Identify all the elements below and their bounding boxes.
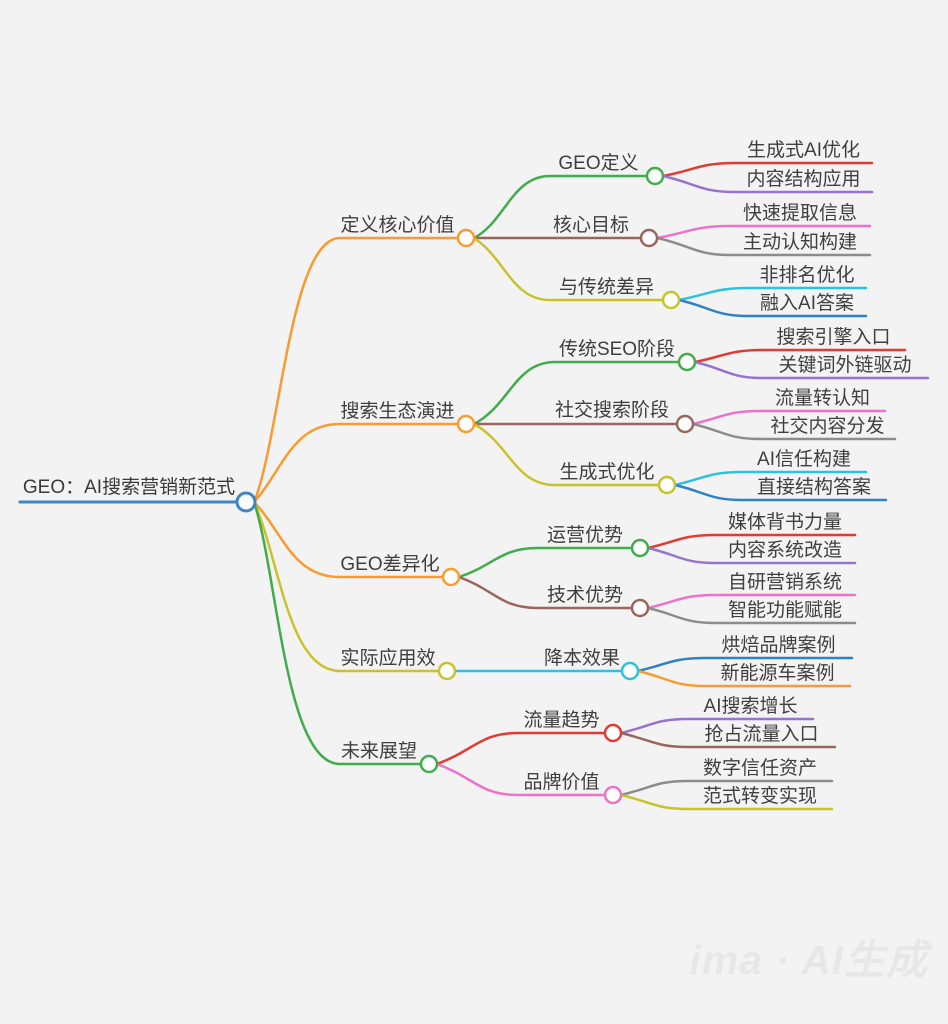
leaf-label-b1-c2-l0[interactable]: AI信任构建 — [757, 449, 851, 470]
node-label-b4-c1[interactable]: 品牌价值 — [523, 772, 600, 793]
node-circle-b0-c2[interactable] — [661, 290, 681, 310]
node-circle-b2-c0[interactable] — [630, 538, 650, 558]
root-node-label[interactable]: GEO：AI搜索营销新范式 — [22, 477, 236, 498]
node-label-b0-c2[interactable]: 与传统差异 — [558, 277, 654, 298]
node-label-b1-c2[interactable]: 生成式优化 — [559, 462, 655, 483]
node-circle-b1-c0[interactable] — [677, 352, 697, 372]
leaf-label-b1-c0-l1[interactable]: 关键词外链驱动 — [778, 355, 912, 376]
edge-b0-c2 — [472, 236, 665, 302]
edge-b2-c1-l0 — [646, 593, 857, 610]
edge-b1-c0 — [472, 360, 681, 426]
leaf-label-b0-c2-l0[interactable]: 非排名优化 — [759, 265, 855, 286]
leaf-label-b2-c0-l0[interactable]: 媒体背书力量 — [727, 512, 842, 533]
edge-b4-c0-l0 — [619, 717, 815, 735]
leaf-label-b4-c0-l0[interactable]: AI搜索增长 — [703, 696, 798, 717]
edge-b1-c0-l1 — [693, 360, 930, 380]
edge-b4-c1-l1 — [619, 793, 834, 811]
edge-branch-2 — [252, 500, 445, 579]
edge-b4-c0 — [435, 731, 607, 766]
node-circle-b0-c0[interactable] — [645, 166, 665, 186]
edge-b3-c0-l0 — [636, 656, 854, 673]
edge-b0-c0 — [472, 174, 649, 240]
node-label-b4-c0[interactable]: 流量趋势 — [523, 710, 600, 731]
leaf-label-b4-c0-l1[interactable]: 抢占流量入口 — [704, 724, 819, 745]
leaf-label-b2-c1-l1[interactable]: 智能功能赋能 — [727, 600, 842, 621]
edge-b2-c0-l0 — [646, 533, 857, 550]
leaf-label-b3-c0-l0[interactable]: 烘焙品牌案例 — [721, 635, 836, 656]
node-label-b2-c0[interactable]: 运营优势 — [546, 525, 623, 546]
branch-label-4[interactable]: 未来展望 — [340, 741, 417, 762]
edge-branch-3 — [252, 500, 441, 673]
branch-label-3[interactable]: 实际应用效 — [340, 648, 436, 669]
edge-b2-c0-l1 — [646, 546, 857, 565]
edge-branch-4 — [252, 500, 423, 766]
watermark-ima-ai: ima · AI生成 — [689, 937, 928, 983]
node-circle-b0[interactable] — [456, 228, 476, 248]
leaf-label-b1-c0-l0[interactable]: 搜索引擎入口 — [776, 327, 891, 348]
node-circle-b0-c1[interactable] — [639, 228, 659, 248]
edge-b0-c0-l0 — [661, 161, 874, 178]
leaf-label-b0-c0-l0[interactable]: 生成式AI优化 — [747, 140, 860, 161]
edge-b1-c2-l1 — [673, 483, 888, 502]
edge-b1-c1-l1 — [691, 422, 897, 441]
branch-label-0[interactable]: 定义核心价值 — [340, 215, 455, 236]
edge-b4-c1 — [435, 762, 607, 797]
branch-label-2[interactable]: GEO差异化 — [340, 554, 440, 575]
node-circle-b1-c2[interactable] — [657, 475, 677, 495]
node-circle-b2[interactable] — [441, 567, 461, 587]
node-label-b2-c1[interactable]: 技术优势 — [546, 585, 623, 606]
node-circle-b3-c0[interactable] — [620, 661, 640, 681]
node-circle-b3[interactable] — [437, 661, 457, 681]
node-circle-b1-c1[interactable] — [675, 414, 695, 434]
leaf-label-b4-c1-l0[interactable]: 数字信任资产 — [702, 758, 817, 779]
node-circle-b1[interactable] — [456, 414, 476, 434]
edge-b1-c2 — [472, 422, 661, 487]
root-node-circle[interactable] — [235, 491, 257, 513]
branch-label-1[interactable]: 搜索生态演进 — [340, 401, 455, 422]
leaf-label-b2-c0-l1[interactable]: 内容系统改造 — [727, 540, 842, 561]
node-label-b0-c0[interactable]: GEO定义 — [558, 153, 639, 174]
edge-b1-c2-l0 — [673, 470, 868, 487]
edge-b0-c2-l0 — [677, 286, 868, 302]
leaf-label-b0-c2-l1[interactable]: 融入AI答案 — [760, 293, 854, 314]
node-circle-b4[interactable] — [419, 754, 439, 774]
node-label-b0-c1[interactable]: 核心目标 — [552, 215, 629, 236]
node-circle-b2-c1[interactable] — [630, 598, 650, 618]
leaf-label-b2-c1-l0[interactable]: 自研营销系统 — [727, 572, 842, 593]
edge-b0-c1-l1 — [655, 236, 872, 257]
node-circle-b4-c0[interactable] — [603, 723, 623, 743]
node-label-b3-c0[interactable]: 降本效果 — [543, 648, 620, 669]
node-label-b1-c1[interactable]: 社交搜索阶段 — [554, 400, 669, 421]
leaf-label-b4-c1-l1[interactable]: 范式转变实现 — [702, 786, 817, 807]
edge-b3-c0-l1 — [636, 669, 852, 688]
leaf-label-b1-c1-l0[interactable]: 流量转认知 — [774, 388, 870, 409]
edge-b0-c1-l0 — [655, 224, 872, 240]
edge-b1-c1-l0 — [691, 409, 887, 426]
edge-branch-0 — [252, 236, 460, 504]
edge-branch-1 — [252, 422, 460, 504]
leaf-label-b0-c0-l1[interactable]: 内容结构应用 — [746, 169, 861, 190]
edge-b0-c2-l1 — [677, 298, 868, 318]
edge-b2-c1 — [457, 575, 634, 610]
leaf-label-b1-c1-l1[interactable]: 社交内容分发 — [770, 416, 885, 437]
edge-b1-c0-l0 — [693, 348, 907, 364]
leaf-label-b3-c0-l1[interactable]: 新能源车案例 — [720, 663, 835, 684]
leaf-label-b0-c1-l0[interactable]: 快速提取信息 — [742, 203, 857, 224]
node-circle-b4-c1[interactable] — [603, 785, 623, 805]
node-label-b1-c0[interactable]: 传统SEO阶段 — [558, 339, 676, 360]
edge-b4-c1-l0 — [619, 779, 834, 797]
edge-b2-c0 — [457, 546, 634, 579]
edge-b4-c0-l1 — [619, 731, 837, 749]
leaf-label-b1-c2-l1[interactable]: 直接结构答案 — [756, 477, 871, 498]
edge-b2-c1-l1 — [646, 606, 857, 625]
leaf-label-b0-c1-l1[interactable]: 主动认知构建 — [742, 232, 857, 253]
edge-b0-c0-l1 — [661, 174, 874, 194]
